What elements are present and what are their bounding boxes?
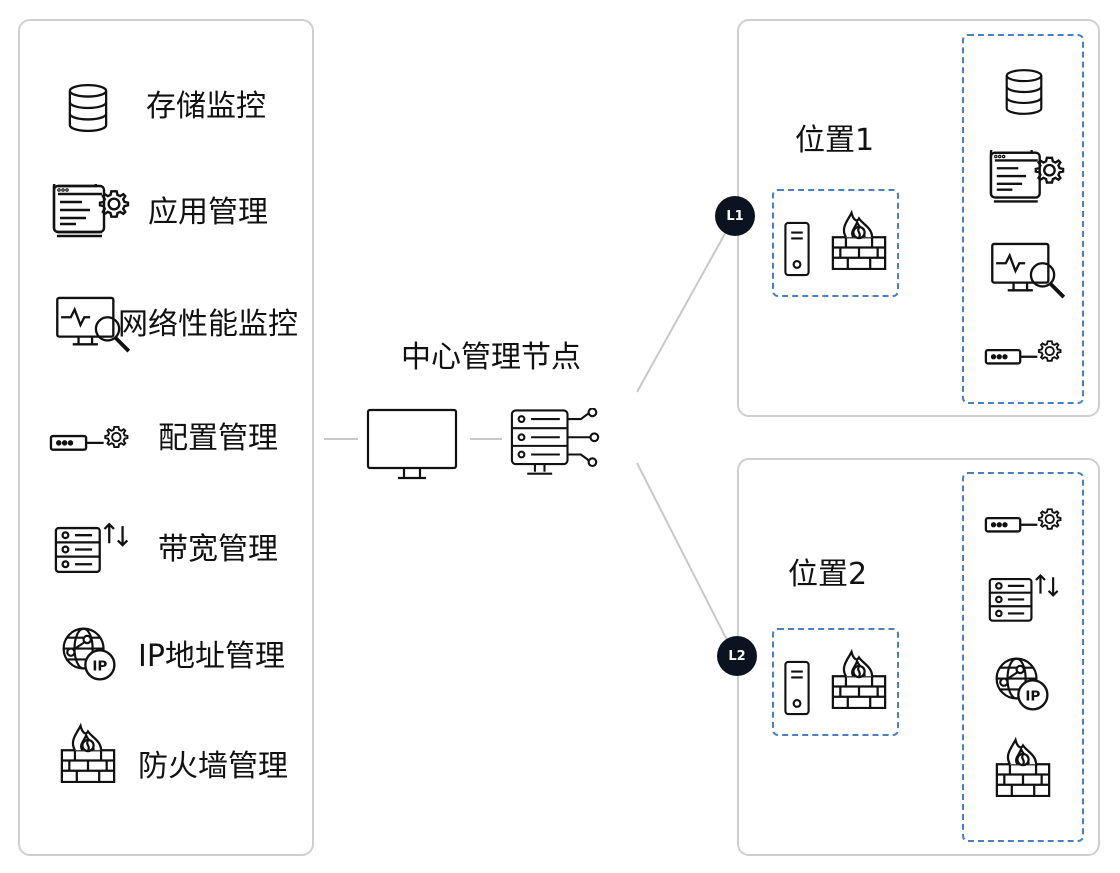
server-rack-icon — [510, 408, 600, 475]
database-icon — [68, 83, 108, 133]
location-2-services-box — [962, 472, 1084, 842]
link-center-l2 — [636, 462, 728, 641]
database-icon — [1005, 69, 1043, 115]
feature-label-ip: IP地址管理 — [138, 639, 285, 674]
link-center-l1 — [636, 229, 728, 393]
feature-label-config: 配置管理 — [158, 421, 278, 456]
firewall-icon — [60, 724, 116, 784]
center-node-title: 中心管理节点 — [401, 340, 581, 375]
feature-label-storage: 存储监控 — [146, 89, 266, 124]
server-tower-icon — [784, 221, 810, 277]
firewall-icon — [831, 650, 887, 710]
feature-label-network: 网络性能监控 — [118, 307, 298, 342]
app-settings-icon — [989, 150, 1067, 206]
bandwidth-icon — [54, 523, 129, 574]
firewall-icon — [831, 211, 887, 271]
features-panel — [18, 19, 314, 856]
location-2-panel — [737, 458, 1100, 856]
app-settings-icon — [52, 184, 132, 240]
feature-label-bandwidth: 带宽管理 — [158, 532, 278, 567]
location-2-gateway-box — [772, 628, 899, 736]
config-device-icon — [49, 422, 131, 454]
ip-globe-icon — [995, 657, 1049, 711]
location-1-badge: L1 — [715, 196, 755, 236]
config-device-icon — [984, 504, 1064, 536]
feature-label-app: 应用管理 — [148, 195, 268, 230]
location-1-gateway-box — [772, 189, 899, 297]
monitor-icon — [366, 408, 458, 480]
location-2-badge: L2 — [717, 636, 757, 676]
location-1-services-box — [962, 34, 1084, 404]
network-monitor-icon — [990, 242, 1066, 300]
firewall-icon — [995, 738, 1051, 798]
feature-label-firewall: 防火墙管理 — [138, 749, 288, 784]
config-device-icon — [984, 336, 1064, 368]
ip-globe-icon — [62, 627, 116, 681]
server-tower-icon — [784, 660, 810, 716]
location-2-title: 位置2 — [788, 557, 868, 592]
bandwidth-icon — [988, 574, 1059, 622]
location-1-title: 位置1 — [795, 123, 875, 158]
